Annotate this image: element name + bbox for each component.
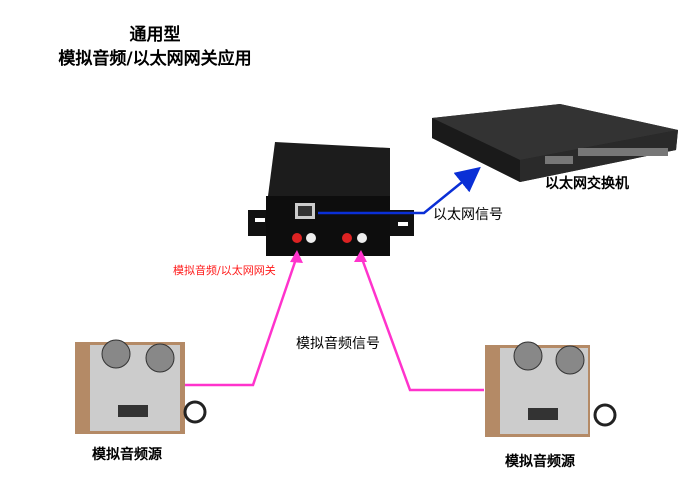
tape-deck-right <box>485 341 617 437</box>
source-right-label: 模拟音频源 <box>505 454 575 470</box>
tape-deck-left <box>75 339 207 434</box>
ethernet-signal-line <box>318 166 481 215</box>
ethernet-signal-label: 以太网信号 <box>433 207 503 223</box>
audio-signal-label: 模拟音频信号 <box>296 336 380 352</box>
audio-ethernet-gateway <box>248 142 414 256</box>
gateway-label: 模拟音频/以太网网关 <box>173 264 276 277</box>
audio-line-right <box>359 255 484 392</box>
title-line1: 通用型 <box>129 25 181 45</box>
switch-label: 以太网交换机 <box>545 176 629 192</box>
audio-line-left <box>185 255 299 387</box>
ethernet-switch <box>432 104 678 182</box>
source-left-label: 模拟音频源 <box>92 447 162 463</box>
title-line2: 模拟音频/以太网网关应用 <box>58 49 252 69</box>
